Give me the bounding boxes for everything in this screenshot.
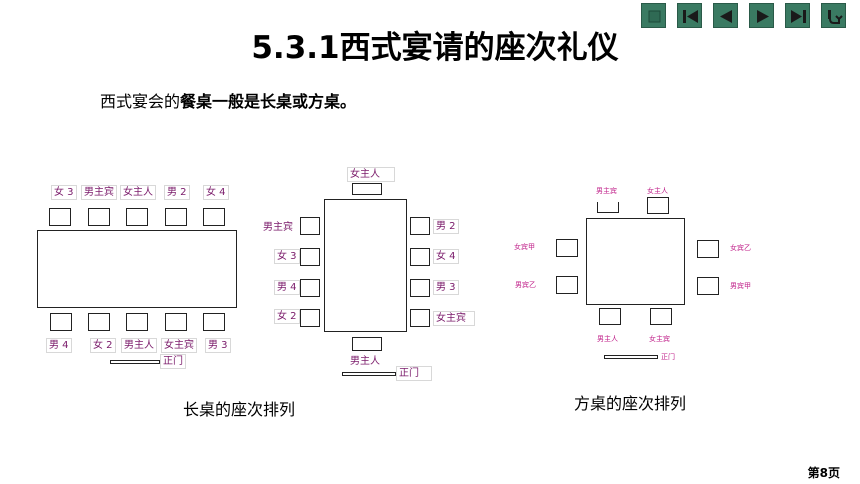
seat [556,239,578,257]
square-bottom-label: 男主人 [597,335,618,343]
vtable-left-label: 女 3 [274,249,300,264]
entrance-label: 正门 [661,353,675,361]
seat [126,313,148,331]
intro-bold: 餐桌一般是长桌或方桌。 [180,92,357,111]
prev-slide-button[interactable] [713,3,738,28]
long-table-caption: 长桌的座次排列 [183,400,296,419]
vtable-right-label: 男 3 [433,280,459,295]
seat [697,240,719,258]
seat [410,279,430,297]
seat [300,279,320,297]
last-slide-icon [791,10,806,23]
square-right-label: 女宾乙 [730,244,751,252]
vtable-right-label: 男 2 [433,219,459,234]
long-bottom-label: 男 4 [46,338,72,353]
long-bottom-label: 女 2 [90,338,116,353]
seat [300,248,320,266]
square-bottom-label: 女主宾 [649,335,670,343]
return-icon [828,10,843,24]
vtable-left-label: 男 4 [274,280,300,295]
entrance-bar [342,372,396,376]
seat [203,208,225,226]
long-top-label: 女 3 [51,185,77,200]
seat [597,202,619,213]
seat [352,183,382,195]
vtable-top-label: 女主人 [347,167,395,182]
square-top-label: 女主人 [647,187,668,195]
seat [165,208,187,226]
seat [410,217,430,235]
seat [599,308,621,325]
page-title: 5.3.1西式宴请的座次礼仪 [251,30,619,66]
seat [647,197,669,214]
first-slide-icon [683,10,698,23]
seat [126,208,148,226]
entrance-bar [604,355,658,359]
seat [88,208,110,226]
vtable-right-label: 女主宾 [433,311,475,326]
square-table-caption: 方桌的座次排列 [574,394,687,413]
next-slide-icon [757,10,769,23]
square-table [586,218,685,305]
vtable-left-label: 女 2 [274,309,300,324]
seat [556,276,578,294]
seat [203,313,225,331]
prev-slide-icon [720,10,732,23]
entrance-label: 正门 [396,366,432,381]
square-left-label: 女宾甲 [514,243,535,251]
seat [300,217,320,235]
long-top-label: 男 2 [164,185,190,200]
entrance-bar [110,360,160,364]
entrance-label: 正门 [160,354,186,369]
seat [88,313,110,331]
page-number: 第8页 [807,466,840,480]
vtable-left-label: 男主宾 [263,222,293,233]
long-bottom-label: 男主人 [121,338,157,353]
seat [50,313,72,331]
seat [650,308,672,325]
long-top-label: 男主宾 [81,185,117,200]
long-bottom-label: 男 3 [205,338,231,353]
long-top-label: 女 4 [203,185,229,200]
home-icon [648,10,661,23]
long-top-label: 女主人 [120,185,156,200]
seat [410,309,430,327]
seat [352,337,382,351]
first-slide-button[interactable] [677,3,702,28]
vtable-bottom-label: 男主人 [350,356,380,367]
last-slide-button[interactable] [785,3,810,28]
intro-prefix: 西式宴会的 [100,92,181,111]
vertical-table [324,199,407,332]
intro-text: 西式宴会的餐桌一般是长桌或方桌。 [100,88,356,112]
seat [49,208,71,226]
return-button[interactable] [821,3,846,28]
vtable-right-label: 女 4 [433,249,459,264]
next-slide-button[interactable] [749,3,774,28]
long-table [37,230,237,308]
square-left-label: 男宾乙 [515,281,536,289]
seat [165,313,187,331]
home-button[interactable] [641,3,666,28]
square-top-label: 男主宾 [596,187,617,195]
seat [300,309,320,327]
long-bottom-label: 女主宾 [161,338,197,353]
square-right-label: 男宾甲 [730,282,751,290]
seat [697,277,719,295]
seat [410,248,430,266]
